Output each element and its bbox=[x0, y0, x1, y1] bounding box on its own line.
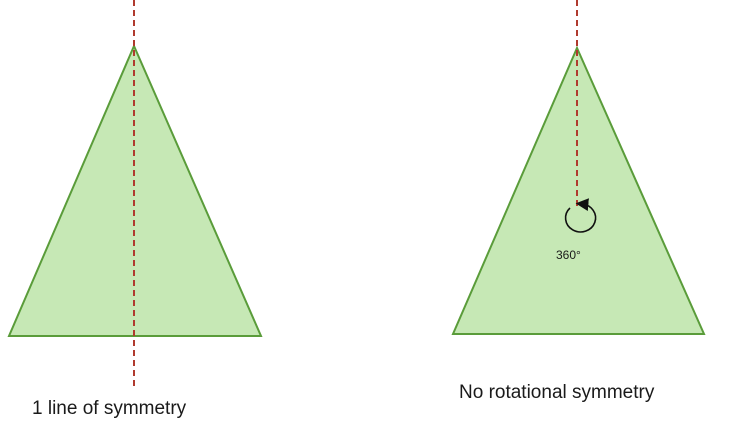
angle-label: 360° bbox=[556, 248, 581, 262]
rotation-arrow-icon bbox=[564, 198, 597, 233]
left-caption: 1 line of symmetry bbox=[32, 398, 187, 419]
right-triangle bbox=[451, 45, 706, 335]
right-caption: No rotational symmetry bbox=[459, 382, 655, 403]
